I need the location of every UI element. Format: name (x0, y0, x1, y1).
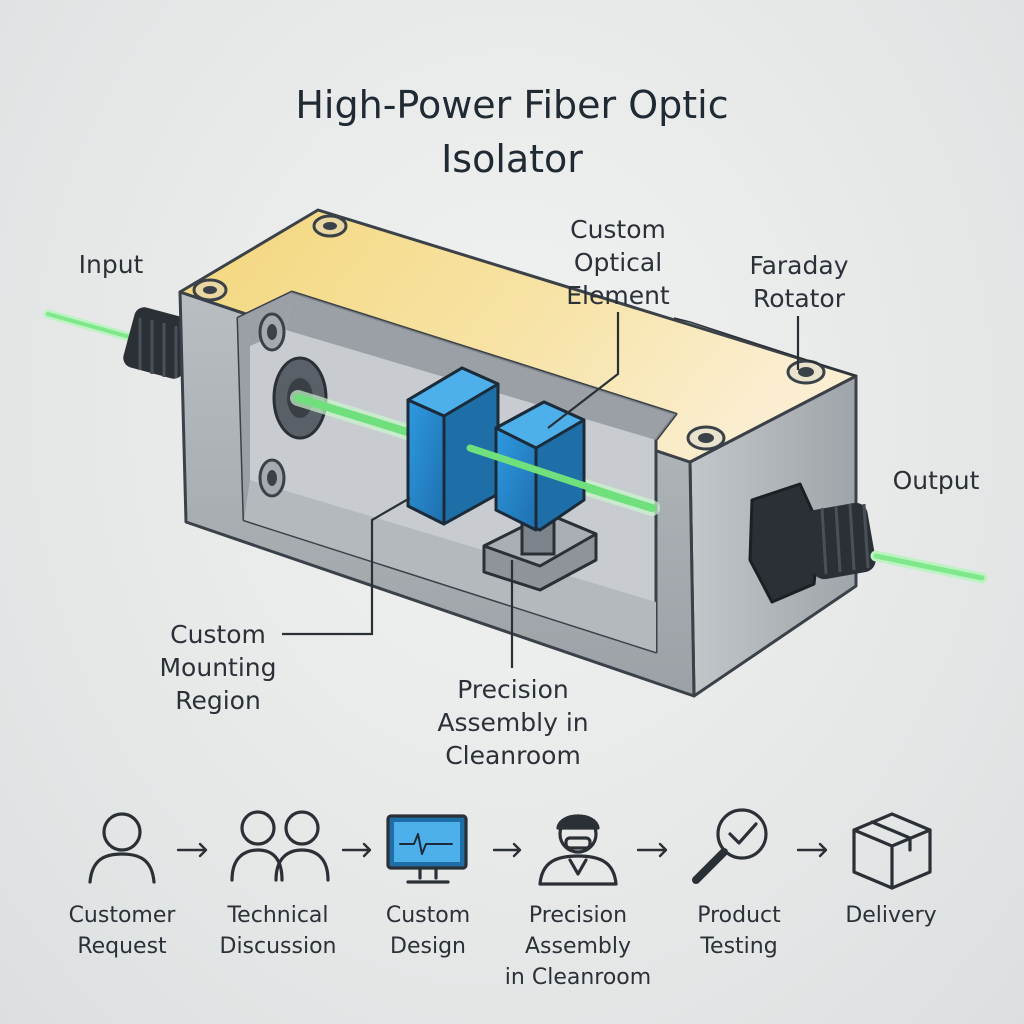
output-fiber (870, 550, 988, 584)
flow-arrows (176, 842, 828, 858)
person-icon (88, 812, 156, 884)
mounting-region-label: Custom Mounting Region (159, 620, 277, 715)
leader-lines (282, 312, 857, 668)
output-label: Output (892, 466, 980, 495)
diagram-title: High-Power Fiber Optic Isolator (295, 83, 729, 181)
input-connector (123, 307, 195, 379)
input-fiber (43, 309, 145, 345)
input-label: Input (78, 250, 144, 279)
screw-holes (192, 214, 826, 498)
output-connector (748, 482, 876, 604)
process-flow: Customer Request Technical Discussion Cu… (0, 800, 1024, 1024)
isolator-diagram (43, 208, 988, 698)
box-icon (852, 812, 932, 890)
step-customer-request: Customer Request (68, 903, 176, 959)
monitor-icon (386, 814, 468, 884)
magnifier-check-icon (692, 808, 768, 884)
step-delivery: Delivery (845, 903, 937, 928)
faraday-rotator-label: Faraday Rotator (749, 251, 849, 313)
step-product-testing: Product Testing (697, 903, 781, 959)
step-custom-design: Custom Design (385, 903, 471, 959)
optical-element-label: Custom Optical Element (566, 215, 670, 310)
people-icon (230, 810, 330, 882)
precision-assembly-label: Precision Assembly in Cleanroom (437, 675, 589, 770)
step-precision-assembly: Precision Assembly in Cleanroom (504, 903, 652, 990)
faraday-rotator-block (494, 400, 586, 532)
optical-element-block (406, 366, 500, 526)
step-technical-discussion: Technical Discussion (219, 903, 337, 959)
process-icons (88, 808, 932, 890)
technician-icon (538, 814, 618, 886)
